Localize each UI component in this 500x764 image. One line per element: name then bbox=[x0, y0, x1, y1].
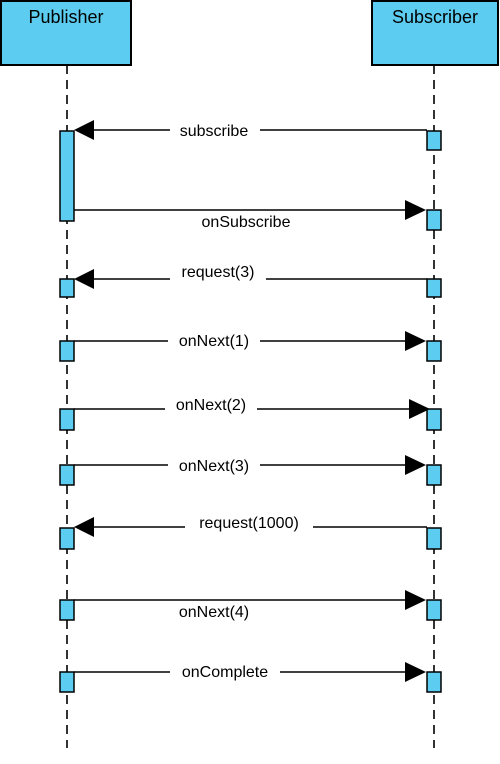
subscriber-activation bbox=[426, 130, 442, 151]
message-on-subscribe: onSubscribe bbox=[74, 200, 426, 231]
message-request-3: request(3) bbox=[74, 264, 427, 289]
subscriber-activation bbox=[426, 340, 442, 362]
subscriber-label: Subscriber bbox=[392, 7, 478, 27]
subscriber-activation bbox=[426, 464, 442, 486]
message-label: onNext(1) bbox=[179, 333, 249, 350]
subscriber-activations bbox=[426, 130, 442, 693]
subscriber-activation bbox=[426, 671, 442, 693]
subscriber-participant[interactable]: Subscriber bbox=[371, 0, 499, 66]
message-request-1000: request(1000) bbox=[74, 514, 427, 537]
message-label: request(1000) bbox=[199, 515, 299, 532]
message-label: subscribe bbox=[180, 123, 249, 140]
message-label: onNext(3) bbox=[179, 458, 249, 475]
publisher-activation bbox=[59, 671, 75, 693]
message-label: onSubscribe bbox=[202, 214, 291, 231]
message-subscribe: subscribe bbox=[74, 120, 427, 140]
message-label: request(3) bbox=[182, 264, 255, 281]
arrowhead-left-icon bbox=[74, 269, 94, 289]
publisher-activation bbox=[59, 278, 75, 298]
subscriber-activation bbox=[426, 278, 442, 298]
subscriber-activation bbox=[426, 408, 442, 431]
publisher-participant[interactable]: Publisher bbox=[0, 0, 132, 66]
message-on-next-4: onNext(4) bbox=[74, 590, 426, 621]
arrowhead-right-icon bbox=[405, 662, 426, 682]
arrowhead-right-icon bbox=[409, 399, 430, 419]
subscriber-activation bbox=[426, 527, 442, 550]
message-on-next-1: onNext(1) bbox=[74, 331, 426, 351]
message-on-complete: onComplete bbox=[74, 662, 426, 682]
subscriber-activation bbox=[426, 599, 442, 621]
publisher-activation bbox=[59, 130, 75, 222]
arrowhead-right-icon bbox=[405, 455, 426, 475]
arrowhead-left-icon bbox=[74, 517, 94, 537]
publisher-activation bbox=[59, 599, 75, 621]
arrowhead-right-icon bbox=[405, 331, 426, 351]
publisher-label: Publisher bbox=[28, 7, 103, 27]
message-label: onNext(2) bbox=[176, 397, 246, 414]
arrowhead-right-icon bbox=[405, 590, 426, 610]
message-label: onComplete bbox=[182, 664, 268, 681]
message-on-next-2: onNext(2) bbox=[74, 396, 430, 419]
subscriber-activation bbox=[426, 209, 442, 231]
arrowhead-right-icon bbox=[405, 200, 426, 220]
publisher-activation bbox=[59, 340, 75, 362]
message-on-next-3: onNext(3) bbox=[74, 455, 426, 475]
publisher-activations bbox=[59, 130, 75, 693]
arrowhead-left-icon bbox=[74, 120, 94, 140]
publisher-activation bbox=[59, 464, 75, 486]
message-label: onNext(4) bbox=[179, 604, 249, 621]
publisher-activation bbox=[59, 527, 75, 550]
publisher-activation bbox=[59, 408, 75, 431]
